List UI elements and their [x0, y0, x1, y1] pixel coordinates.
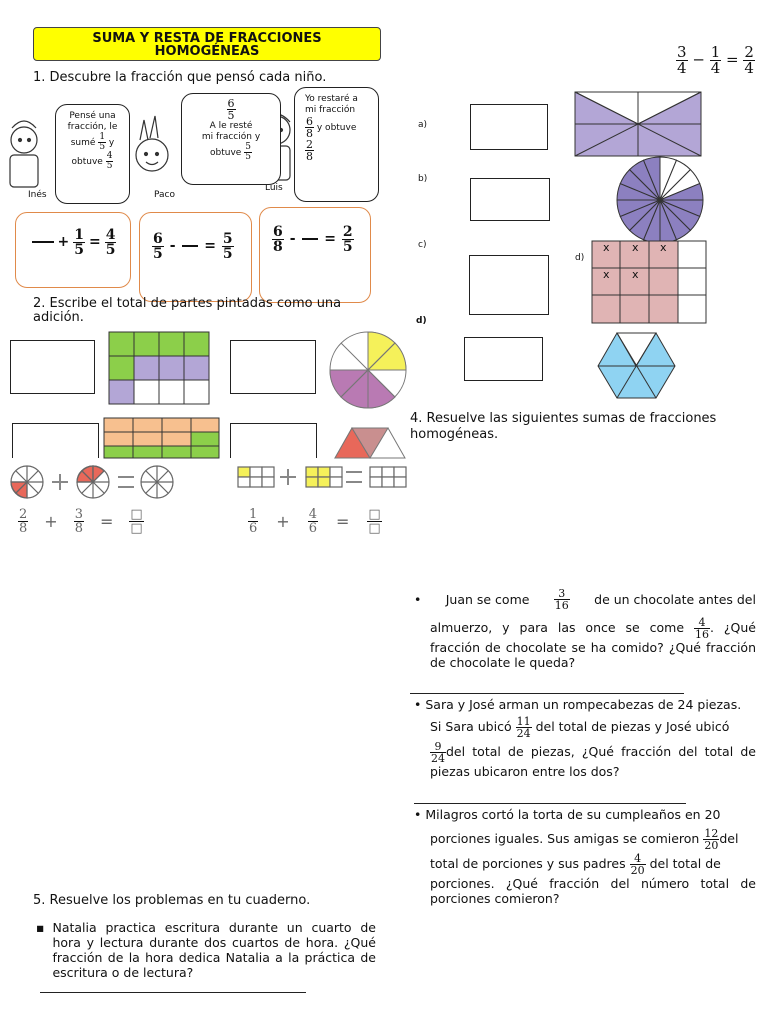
section1-heading: 1. Descubre la fracción que pensó cada n…: [33, 70, 327, 85]
label-c: c): [418, 240, 427, 250]
worksheet-title: SUMA Y RESTA DE FRACCIONES HOMOGÉNEAS: [33, 27, 381, 61]
ines-name: Inés: [28, 190, 47, 200]
section2-heading: 2. Escribe el total de partes pintadas c…: [33, 296, 342, 325]
eq-row-circles: [10, 465, 174, 499]
answer-box-2d[interactable]: [230, 423, 317, 458]
paco-name: Paco: [154, 190, 175, 200]
label-b: b): [418, 174, 428, 184]
problem-natalia: ▪ Natalia practica escritura durante un …: [36, 920, 376, 980]
label-a: a): [418, 120, 428, 130]
section4-heading: 4. Resuelve las siguientes sumas de frac…: [410, 411, 717, 442]
grid-x-marks: x x x x x: [603, 241, 667, 281]
hexagon-sky: [597, 332, 676, 399]
luis-name: Luis: [265, 183, 283, 193]
answer-box-3b[interactable]: [470, 178, 550, 221]
circle-sector: [642, 156, 661, 201]
answer-box-2b[interactable]: [230, 340, 316, 394]
answer-box-3a[interactable]: [470, 104, 548, 150]
eq-row-rects: [237, 466, 407, 488]
grid-pink: [591, 240, 707, 324]
section5-heading: 5. Resuelve los problemas en tu cuaderno…: [33, 893, 311, 908]
paco-drawing: [135, 115, 169, 172]
answer-box-2a[interactable]: [10, 340, 95, 394]
rect-purple-triangles: [574, 91, 702, 157]
answer-box-3c[interactable]: [469, 255, 549, 315]
answer-line-1[interactable]: [410, 693, 684, 694]
answer-line-5[interactable]: [40, 992, 306, 993]
ines-drawing: [9, 120, 39, 188]
circle-yellow-mauve: [329, 331, 407, 409]
shape-red-partial: [334, 427, 406, 459]
grid-green-purple: [108, 331, 210, 405]
answer-line-2[interactable]: [414, 803, 686, 804]
answer-box-3d[interactable]: [464, 337, 543, 381]
circle-16-purple: [616, 156, 704, 244]
grid-orange-green: [103, 417, 220, 459]
label-d-grid: d): [575, 253, 585, 263]
problem-milagros: • Milagros cortó la torta de su cumpleañ…: [414, 807, 756, 906]
problem-sara-jose: • Sara y José arman un rompecabezas de 2…: [414, 697, 756, 779]
label-d: d): [416, 316, 427, 326]
answer-box-2c[interactable]: [12, 423, 99, 458]
eq-row-symbols: [52, 469, 362, 490]
